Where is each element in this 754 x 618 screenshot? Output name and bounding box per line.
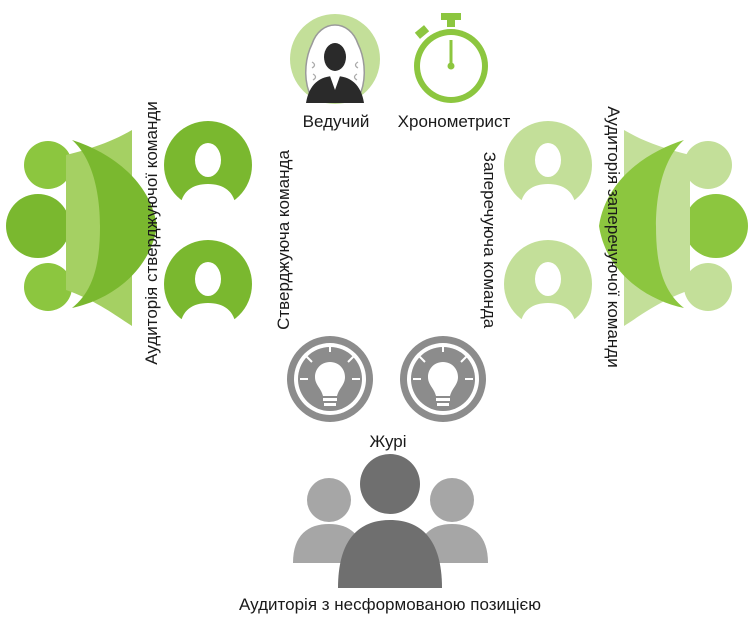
negative-team-label: Заперечуюча команда (480, 151, 499, 329)
negative-audience-icon (599, 130, 748, 326)
affirmative-speaker-2 (164, 240, 252, 328)
affirmative-audience-icon (6, 130, 157, 326)
jury-label: Журі (369, 432, 407, 451)
moderator-label: Ведучий (302, 112, 370, 131)
jury-lightbulb-icon-1 (287, 336, 373, 422)
negative-speaker-2 (504, 240, 592, 328)
stopwatch-icon (414, 13, 488, 103)
neutral-audience-icon (293, 454, 488, 588)
moderator-icon (290, 14, 380, 104)
affirmative-team-label: Стверджуюча команда (274, 150, 293, 330)
jury-lightbulb-icon-2 (400, 336, 486, 422)
negative-audience-label: Аудиторія заперечуючої команди (604, 106, 623, 368)
negative-speaker-1 (504, 121, 592, 209)
affirmative-audience-label: Аудиторія стверджуючої команди (142, 101, 161, 365)
timekeeper-label: Хронометрист (397, 112, 511, 131)
affirmative-speaker-1 (164, 121, 252, 209)
neutral-audience-label: Аудиторія з несформованою позицією (239, 595, 541, 614)
